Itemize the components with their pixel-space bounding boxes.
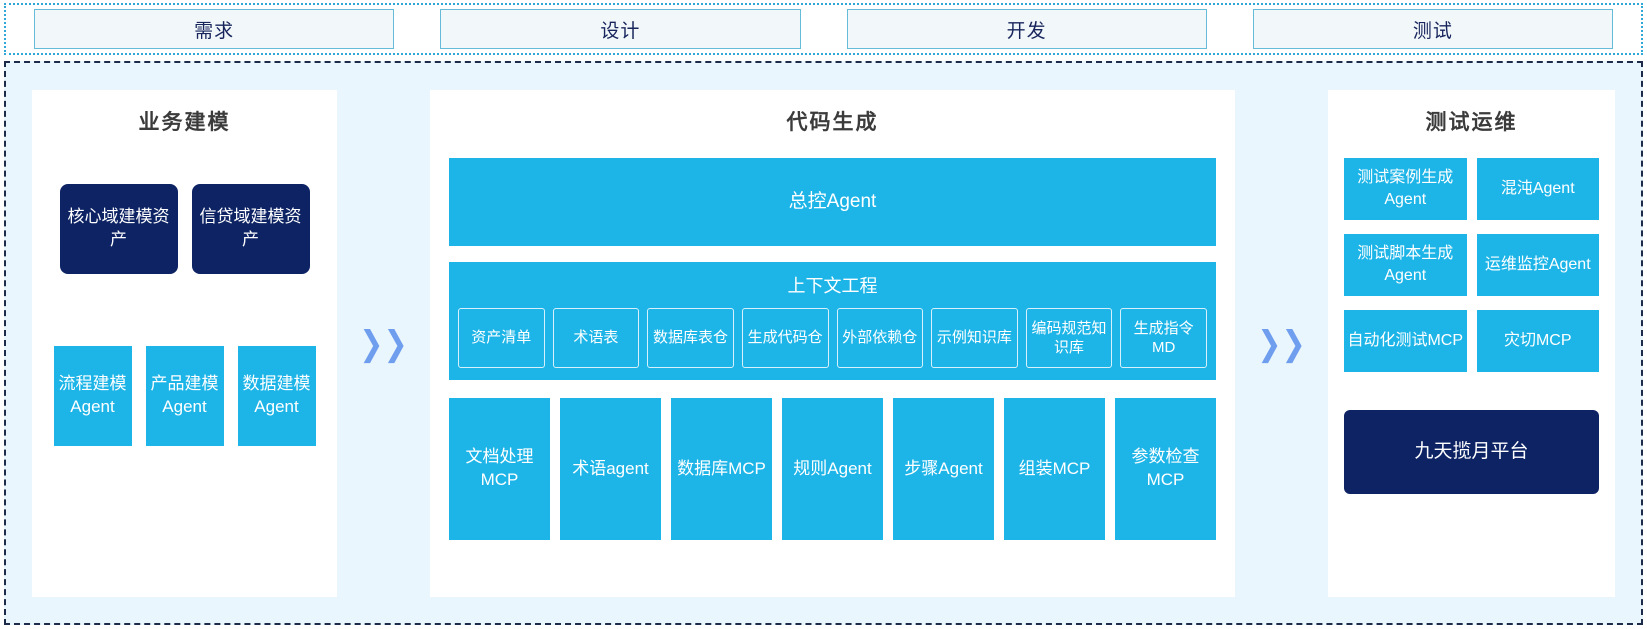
context-item-label: 生成指令MD [1133,319,1194,357]
test-tile-test-case-generation-agent[interactable]: 测试案例生成Agent [1344,158,1467,220]
agent-label: 数据建模Agent [242,374,311,416]
tool-label: 参数检查MCP [1131,447,1200,489]
panel-title-business-modeling: 业务建模 [138,111,231,134]
stage-strip: 需求 设计 开发 测试 [4,3,1643,55]
platform-label: 九天揽月平台 [1414,441,1529,463]
test-tile-test-script-generation-agent[interactable]: 测试脚本生成Agent [1344,234,1467,296]
test-ops-grid: 测试案例生成Agent 混沌Agent 测试脚本生成Agent 运维监控Agen… [1344,158,1599,372]
agent-label: 流程建模Agent [58,374,127,416]
test-tile-label: 测试案例生成Agent [1357,169,1454,208]
tool-tile-step-agent[interactable]: 步骤Agent [893,398,994,540]
stage-label: 需求 [194,20,235,42]
asset-label: 核心域建模资产 [67,207,170,249]
tool-tile-glossary-agent[interactable]: 术语agent [560,398,661,540]
context-engineering-title: 上下文工程 [787,276,878,296]
context-item-coding-standard-knowledge-base[interactable]: 编码规范知识库 [1025,308,1113,368]
master-agent-label: 总控Agent [788,191,877,213]
context-item-label: 编码规范知识库 [1031,319,1107,357]
context-item-glossary[interactable]: 术语表 [552,308,640,368]
test-tile-chaos-agent[interactable]: 混沌Agent [1476,158,1599,220]
tool-label: 文档处理MCP [465,447,534,489]
context-item-label: 术语表 [573,329,619,347]
panel-code-generation: 代码生成 总控Agent 上下文工程 资产清单 术语表 [430,90,1235,597]
tool-label: 步骤Agent [904,458,983,478]
tool-tile-parameter-check-mcp[interactable]: 参数检查MCP [1115,398,1216,540]
stage-label: 设计 [600,20,641,42]
context-item-label: 资产清单 [471,329,532,347]
asset-tile-credit-domain[interactable]: 信贷域建模资产 [191,184,310,274]
agent-tile-data-modeling[interactable]: 数据建模Agent [237,346,316,446]
context-item-generation-instruction-md[interactable]: 生成指令MD [1120,308,1207,368]
asset-tile-core-domain[interactable]: 核心域建模资产 [59,184,178,274]
context-item-label: 数据库表仓 [653,329,729,347]
context-item-db-table-repo[interactable]: 数据库表仓 [647,308,734,368]
stage-box-testing[interactable]: 测试 [1252,9,1613,49]
context-engineering-block: 上下文工程 资产清单 术语表 数据库表仓 生成代码仓 [449,262,1216,380]
agent-tile-product-modeling[interactable]: 产品建模Agent [145,346,224,446]
stage-box-development[interactable]: 开发 [846,9,1207,49]
tool-label: 规则Agent [793,458,872,478]
stage-label: 测试 [1412,20,1453,42]
context-item-label: 示例知识库 [936,329,1012,347]
tool-label: 数据库MCP [677,458,766,478]
business-agent-group: 流程建模Agent 产品建模Agent 数据建模Agent [32,346,337,446]
double-chevron-right-icon: ❯❯ [359,324,408,363]
panel-business-modeling: 业务建模 核心域建模资产 信贷域建模资产 流程建模Agent 产品建模Agent… [32,90,337,597]
test-tile-label: 灾切MCP [1503,332,1572,350]
master-agent-bar[interactable]: 总控Agent [449,158,1216,246]
test-tile-label: 测试脚本生成Agent [1357,245,1454,284]
context-item-generated-code-repo[interactable]: 生成代码仓 [741,308,829,368]
main-frame: 业务建模 核心域建模资产 信贷域建模资产 流程建模Agent 产品建模Agent… [4,61,1643,625]
tool-tile-rule-agent[interactable]: 规则Agent [782,398,883,540]
test-tile-label: 混沌Agent [1500,180,1575,198]
platform-tile-jiutian-lanyue[interactable]: 九天揽月平台 [1344,410,1599,494]
context-item-label: 外部依赖仓 [842,329,918,347]
tool-label: 术语agent [572,458,649,478]
arrow-gap-left: ❯❯ [337,90,430,597]
test-tile-ops-monitoring-agent[interactable]: 运维监控Agent [1476,234,1599,296]
business-asset-group: 核心域建模资产 信贷域建模资产 [32,184,337,274]
context-item-example-knowledge-base[interactable]: 示例知识库 [931,308,1018,368]
test-tile-disaster-recovery-mcp[interactable]: 灾切MCP [1476,310,1599,372]
test-tile-label: 运维监控Agent [1484,256,1591,274]
agent-label: 产品建模Agent [150,374,219,416]
test-tile-automated-testing-mcp[interactable]: 自动化测试MCP [1344,310,1467,372]
agent-tile-process-modeling[interactable]: 流程建模Agent [53,346,132,446]
stage-box-design[interactable]: 设计 [440,9,801,49]
tool-label: 组装MCP [1018,458,1091,478]
panel-title-test-ops: 测试运维 [1425,111,1518,134]
tool-tile-document-processing-mcp[interactable]: 文档处理MCP [449,398,550,540]
tool-tile-assembly-mcp[interactable]: 组装MCP [1004,398,1105,540]
tool-row: 文档处理MCP 术语agent 数据库MCP 规则Agent 步骤Agent [449,398,1216,540]
panel-title-code-generation: 代码生成 [786,111,879,134]
code-generation-body: 总控Agent 上下文工程 资产清单 术语表 数据库表仓 [430,158,1235,540]
double-chevron-right-icon: ❯❯ [1257,324,1306,363]
context-item-external-dependency-repo[interactable]: 外部依赖仓 [836,308,924,368]
test-ops-body: 测试案例生成Agent 混沌Agent 测试脚本生成Agent 运维监控Agen… [1328,158,1615,494]
stage-label: 开发 [1006,20,1047,42]
tool-tile-database-mcp[interactable]: 数据库MCP [671,398,772,540]
context-item-row: 资产清单 术语表 数据库表仓 生成代码仓 外部依赖仓 [458,308,1207,368]
test-tile-label: 自动化测试MCP [1347,332,1464,350]
panel-test-ops: 测试运维 测试案例生成Agent 混沌Agent 测试脚本生成Agent 运维监… [1328,90,1615,597]
context-item-asset-list[interactable]: 资产清单 [458,308,545,368]
arrow-gap-right: ❯❯ [1235,90,1328,597]
asset-label: 信贷域建模资产 [199,207,302,249]
context-item-label: 生成代码仓 [747,329,823,347]
stage-box-requirements[interactable]: 需求 [34,9,395,49]
